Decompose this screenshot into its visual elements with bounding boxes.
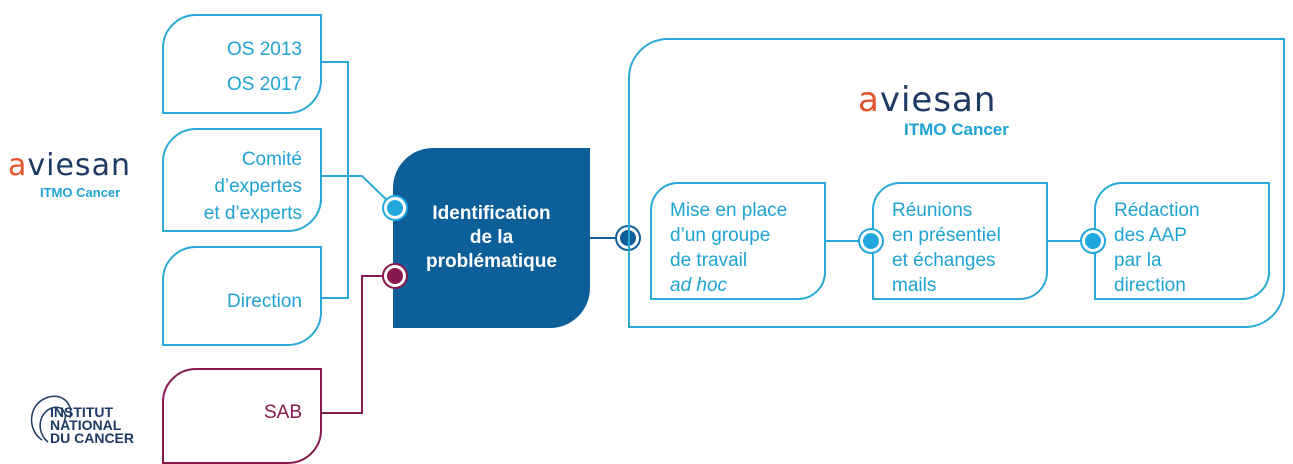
step-box-redaction: Rédaction des AAP par la direction bbox=[1094, 182, 1270, 300]
step3-line-1: Rédaction bbox=[1114, 200, 1200, 221]
source-box-direction: Direction bbox=[162, 246, 322, 346]
step-dot-2 bbox=[1082, 230, 1104, 252]
connector-comite bbox=[322, 175, 394, 207]
connector-os bbox=[322, 61, 349, 299]
step2-line-4: mails bbox=[892, 275, 937, 296]
step2-line-2: en présentiel bbox=[892, 225, 1001, 246]
sab-label: SAB bbox=[263, 402, 302, 423]
step2-line-3: et échanges bbox=[892, 250, 996, 271]
aviesan-logo-left: aviesan bbox=[8, 148, 131, 183]
center-line-2: de la bbox=[469, 227, 514, 248]
aviesan-logo-center: aviesan bbox=[858, 80, 997, 120]
connector-dot-blue bbox=[384, 197, 406, 219]
step1-line-4: ad hoc bbox=[670, 275, 728, 296]
source-box-os: OS 2013 OS 2017 bbox=[162, 14, 322, 114]
source-box-comite: Comité d’expertes et d’experts bbox=[162, 128, 322, 232]
aviesan-logo-left-subtitle: ITMO Cancer bbox=[40, 185, 121, 200]
comite-line-3: et d’experts bbox=[203, 203, 302, 224]
step-box-groupe-travail: Mise en place d’un groupe de travail ad … bbox=[650, 182, 826, 300]
comite-line-1: Comité bbox=[241, 149, 302, 170]
connector-sab bbox=[322, 275, 393, 414]
step3-line-3: par la bbox=[1114, 250, 1162, 271]
step1-line-1: Mise en place bbox=[670, 200, 788, 221]
source-box-sab: SAB bbox=[162, 368, 322, 464]
connector-dot-maroon bbox=[384, 265, 406, 287]
step-dot-1 bbox=[860, 230, 882, 252]
step3-line-2: des AAP bbox=[1114, 225, 1187, 246]
comite-line-2: d’expertes bbox=[214, 176, 302, 197]
center-box-identification: Identification de la problématique bbox=[393, 148, 590, 328]
step-box-reunions: Réunions en présentiel et échanges mails bbox=[872, 182, 1048, 300]
inca-logo-mark bbox=[30, 395, 72, 443]
step2-line-1: Réunions bbox=[892, 200, 973, 221]
os-2013-label: OS 2013 bbox=[227, 39, 302, 60]
itmo-panel bbox=[628, 38, 1285, 328]
step3-line-4: direction bbox=[1114, 275, 1186, 296]
step1-line-2: d’un groupe bbox=[670, 225, 771, 246]
center-line-1: Identification bbox=[432, 203, 551, 224]
step1-line-3: de travail bbox=[670, 250, 748, 271]
aviesan-logo-center-subtitle: ITMO Cancer bbox=[904, 120, 1009, 139]
os-2017-label: OS 2017 bbox=[227, 74, 302, 95]
direction-label: Direction bbox=[227, 291, 302, 312]
center-line-3: problématique bbox=[426, 251, 557, 272]
inca-logo-text: INSTITUT NATIONAL DU CANCER bbox=[50, 404, 134, 446]
